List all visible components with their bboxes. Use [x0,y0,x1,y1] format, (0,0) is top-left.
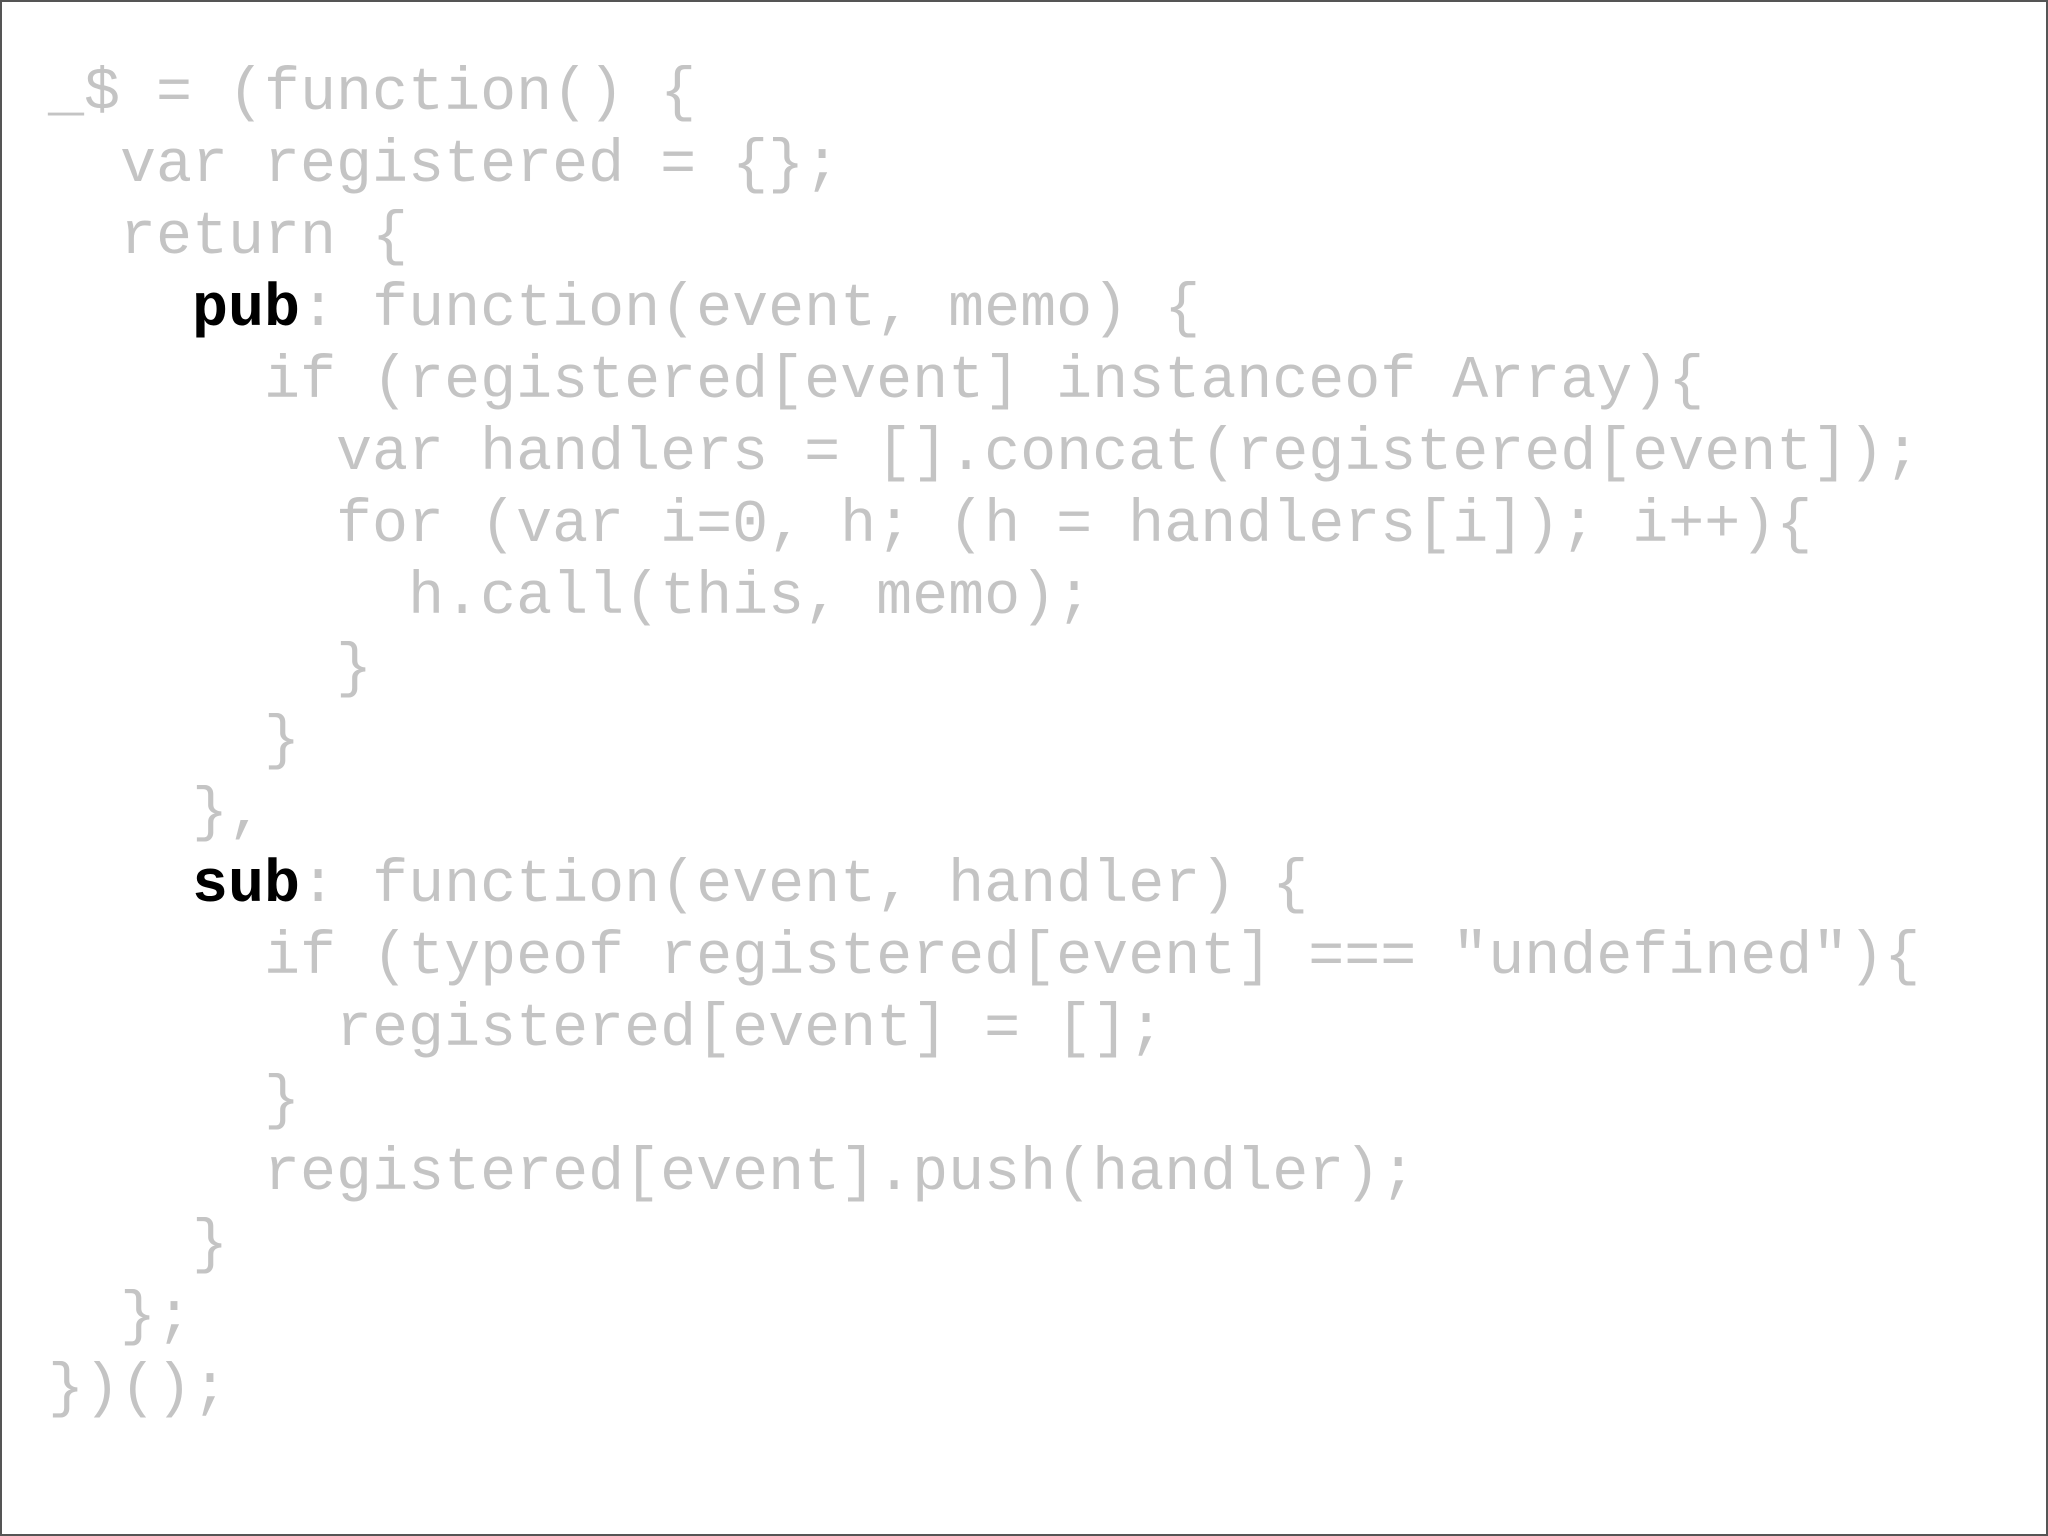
code-text: var handlers = [].concat(registered[even… [336,420,1921,488]
code-text: })(); [48,1356,229,1424]
code-line: }; [48,1282,1920,1354]
code-line: h.call(this, memo); [48,562,1920,634]
code-line: registered[event].push(handler); [48,1138,1920,1210]
code-text: } [264,1068,301,1136]
code-text: } [192,1212,229,1280]
code-line: })(); [48,1354,1920,1426]
code-text: return { [120,204,409,272]
code-text: if (typeof registered[event] === "undefi… [264,924,1921,992]
code-text: } [336,636,373,704]
code-text: : function(event, memo) { [300,276,1201,344]
code-text: } [264,708,301,776]
code-line: _$ = (function() { [48,58,1920,130]
code-line: } [48,1066,1920,1138]
highlighted-keyword-pub: pub [192,276,301,344]
code-line: if (typeof registered[event] === "undefi… [48,922,1920,994]
code-line: registered[event] = []; [48,994,1920,1066]
code-line: }, [48,778,1920,850]
code-line: var registered = {}; [48,130,1920,202]
code-text: _$ = (function() { [48,60,697,128]
code-text: if (registered[event] instanceof Array){ [264,348,1705,416]
code-line: } [48,1210,1920,1282]
code-text: h.call(this, memo); [408,564,1093,632]
code-line: var handlers = [].concat(registered[even… [48,418,1920,490]
code-line-sub: sub: function(event, handler) { [48,850,1920,922]
code-line: } [48,706,1920,778]
code-line: return { [48,202,1920,274]
code-text: }, [192,780,265,848]
code-line: if (registered[event] instanceof Array){ [48,346,1920,418]
code-text: registered[event] = []; [336,996,1165,1064]
code-text: }; [120,1284,193,1352]
code-text: for (var i=0, h; (h = handlers[i]); i++)… [336,492,1813,560]
code-line: for (var i=0, h; (h = handlers[i]); i++)… [48,490,1920,562]
code-line: } [48,634,1920,706]
code-line-pub: pub: function(event, memo) { [48,274,1920,346]
code-text: registered[event].push(handler); [264,1140,1417,1208]
code-block: _$ = (function() { var registered = {}; … [48,58,1920,1426]
highlighted-keyword-sub: sub [192,852,301,920]
code-text: var registered = {}; [120,132,841,200]
code-text: : function(event, handler) { [300,852,1309,920]
